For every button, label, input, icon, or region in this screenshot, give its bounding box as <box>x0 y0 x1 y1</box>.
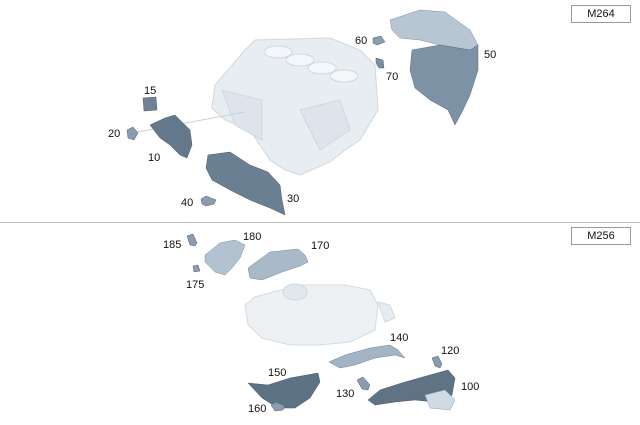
heat-shield-100-illustration <box>367 369 456 411</box>
callout-150[interactable]: 150 <box>268 367 287 379</box>
callout-20[interactable]: 20 <box>108 128 121 140</box>
engine-variant-label-m256: M256 <box>571 227 631 245</box>
section-divider <box>0 222 640 223</box>
catalytic-converter-illustration <box>244 283 396 346</box>
heat-shield-50-illustration <box>389 9 479 126</box>
callout-170[interactable]: 170 <box>311 240 330 252</box>
callout-140[interactable]: 140 <box>390 332 409 344</box>
callout-60[interactable]: 60 <box>355 35 368 47</box>
callout-50[interactable]: 50 <box>484 49 497 61</box>
callout-185[interactable]: 185 <box>163 239 182 251</box>
callout-40[interactable]: 40 <box>181 197 194 209</box>
engine-variant-label-m264: M264 <box>571 5 631 23</box>
callout-120[interactable]: 120 <box>441 345 460 357</box>
callout-70[interactable]: 70 <box>386 71 399 83</box>
callout-175[interactable]: 175 <box>186 279 205 291</box>
engine-block-illustration <box>211 37 379 176</box>
callout-160[interactable]: 160 <box>248 403 267 415</box>
callout-30[interactable]: 30 <box>287 193 300 205</box>
callout-10[interactable]: 10 <box>148 152 161 164</box>
callout-15[interactable]: 15 <box>144 85 157 97</box>
callout-100[interactable]: 100 <box>461 381 480 393</box>
callout-180[interactable]: 180 <box>243 231 262 243</box>
callout-130[interactable]: 130 <box>336 388 355 400</box>
